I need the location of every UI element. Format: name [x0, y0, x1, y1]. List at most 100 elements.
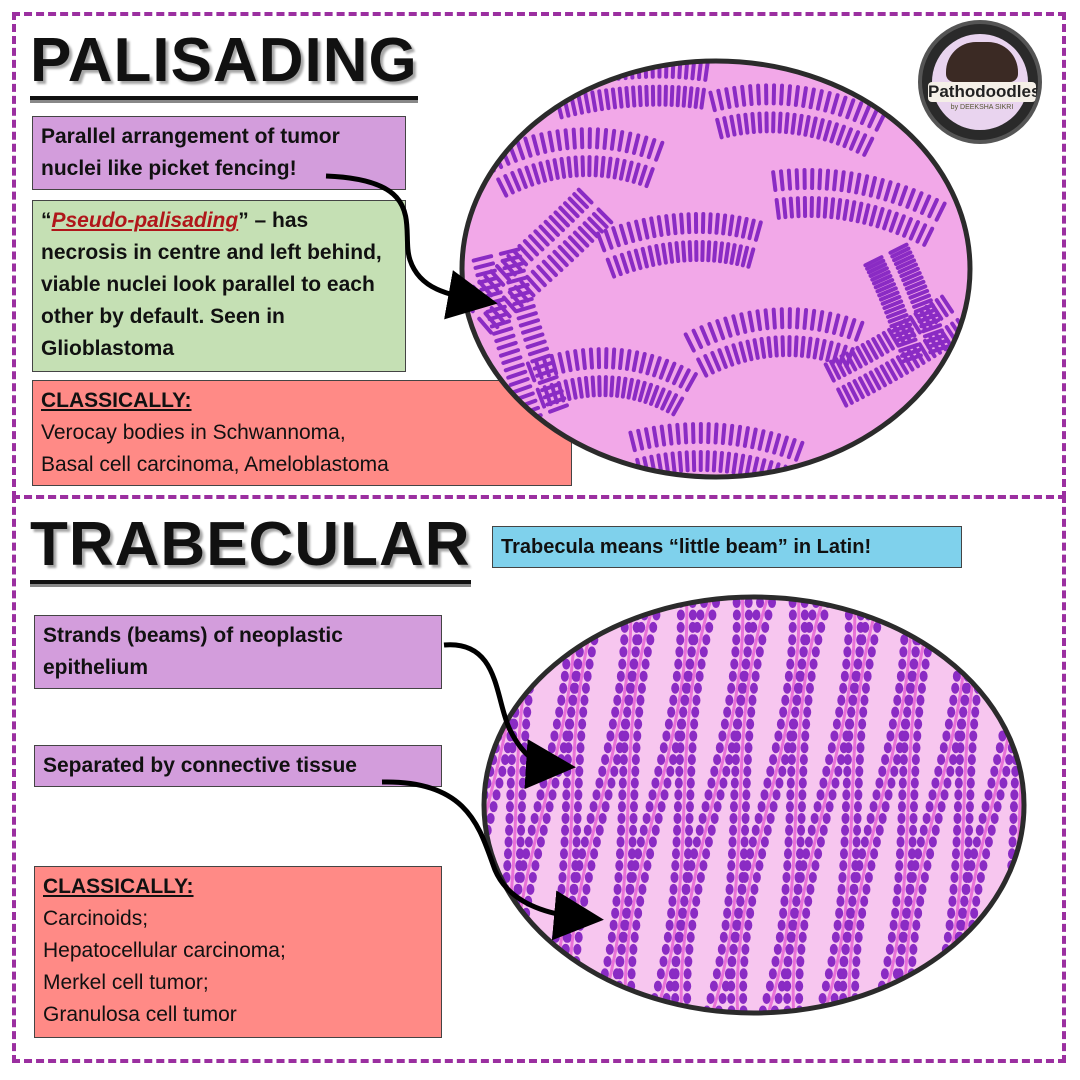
trabecular-nucleus [858, 907, 867, 919]
trabecular-nucleus [832, 718, 841, 730]
palisading-nucleus [626, 221, 636, 243]
trabecular-nucleus [853, 812, 862, 824]
palisading-nucleus [545, 396, 567, 407]
trabecular-nucleus [1005, 754, 1014, 766]
trabecular-nucleus [615, 682, 624, 694]
palisading-nucleus [939, 328, 954, 348]
trabecular-nucleus [611, 907, 620, 919]
palisading-nucleus [913, 303, 935, 314]
palisading-nucleus [860, 342, 874, 363]
trabecular-nucleus [872, 836, 881, 848]
trabecular-nucleus [808, 871, 817, 883]
trabecular-nucleus [985, 621, 994, 633]
trabecular-nucleus [564, 919, 573, 931]
logo-name: Pathodoodles [928, 82, 1041, 102]
trabecular-nucleus [884, 789, 893, 801]
trabecular-nucleus [739, 993, 748, 1005]
palisading-nucleus [510, 170, 522, 192]
palisading-nucleus [617, 130, 625, 152]
trabecular-nucleus [548, 789, 557, 801]
trabecular-nucleus [998, 730, 1007, 742]
trabecular-nucleus [990, 765, 999, 777]
trabecular-nucleus [1001, 980, 1010, 992]
trabecular-nucleus [611, 706, 620, 718]
trabecular-nucleus [617, 801, 626, 813]
trabecular-nucleus [1021, 658, 1024, 670]
trabecular-nucleus [519, 860, 528, 872]
palisading-nucleus [865, 340, 879, 360]
trabecular-nucleus [590, 1005, 599, 1013]
trabecular-nucleus [692, 836, 701, 848]
trabecular-nucleus [739, 980, 748, 992]
trabecular-nucleus [559, 848, 568, 860]
trabecular-nucleus [853, 943, 862, 955]
palisading-nucleus [590, 90, 598, 113]
trabecular-nucleus [497, 980, 506, 992]
trabecular-nucleus [478, 860, 483, 871]
trabecular-nucleus [736, 694, 745, 706]
trabecular-nucleus [557, 883, 566, 895]
trabecular-nucleus [814, 634, 823, 646]
trabecular-nucleus [724, 895, 733, 907]
connective-tissue-strand [708, 597, 772, 1013]
trabecular-nucleus [651, 824, 660, 836]
trabecular-nucleus [911, 765, 920, 777]
trabecular-nucleus [862, 883, 871, 895]
palisading-nucleus [555, 129, 563, 152]
trabecular-nucleus [551, 777, 560, 789]
trabecular-nucleus [504, 956, 513, 968]
trabecular-nucleus [627, 993, 636, 1005]
palisading-definition-text: Parallel arrangement of tumor nuclei lik… [41, 125, 340, 180]
palisading-nucleus [512, 297, 534, 307]
palisading-nucleus [511, 384, 533, 395]
trabecular-nucleus [944, 718, 953, 730]
trabecular-nucleus [786, 658, 795, 670]
trabecular-nucleus [517, 812, 526, 824]
trabecular-nucleus [580, 895, 589, 907]
trabecular-nucleus [515, 670, 524, 682]
trabecular-nucleus [672, 836, 681, 848]
trabecular-nucleus [765, 980, 774, 992]
trabecular-nucleus [769, 801, 778, 813]
trabecular-nucleus [1009, 812, 1018, 824]
palisading-nucleus [559, 157, 567, 179]
palisading-nucleus [846, 318, 857, 340]
palisading-nucleus [905, 188, 916, 209]
palisading-nucleus [778, 169, 785, 192]
trabecular-nucleus [825, 801, 834, 813]
trabecular-nucleus [785, 824, 794, 836]
trabecular-nucleus [977, 658, 986, 670]
trabecular-nucleus [1022, 658, 1024, 670]
trabecular-nucleus [800, 609, 809, 621]
trabecular-nucleus [900, 742, 909, 754]
trabecular-nucleus [727, 968, 736, 980]
trabecular-nucleus [1015, 907, 1024, 919]
trabecular-nucleus [816, 590, 824, 596]
palisading-nucleus [777, 111, 783, 134]
trabecular-nucleus [646, 848, 655, 860]
trabecular-nucleus [798, 931, 807, 943]
trabecular-nucleus [503, 860, 512, 872]
palisading-nucleus [734, 215, 742, 238]
trabecular-nucleus [669, 883, 678, 895]
trabecular-nucleus [860, 836, 869, 848]
trabecular-nucleus [907, 1005, 916, 1013]
trabecular-nucleus [813, 801, 822, 813]
trabecular-nucleus [697, 658, 706, 670]
trabecular-nucleus [517, 658, 526, 670]
trabecular-nucleus [885, 943, 894, 955]
palisading-nucleus [628, 430, 637, 453]
palisading-nucleus [518, 318, 541, 328]
palisading-nucleus [901, 271, 922, 283]
trabecular-nucleus [688, 590, 696, 596]
trabecular-nucleus [803, 706, 812, 718]
trabecular-nucleus [660, 789, 669, 801]
palisading-nucleus [723, 316, 733, 338]
trabecular-nucleus [590, 848, 599, 860]
trabecular-nucleus [970, 907, 979, 919]
trabecular-nucleus [751, 670, 760, 682]
trabecular-nucleus [837, 883, 846, 895]
trabecular-nucleus [956, 621, 965, 633]
palisading-nucleus [802, 307, 809, 330]
trabecular-nucleus [748, 694, 757, 706]
